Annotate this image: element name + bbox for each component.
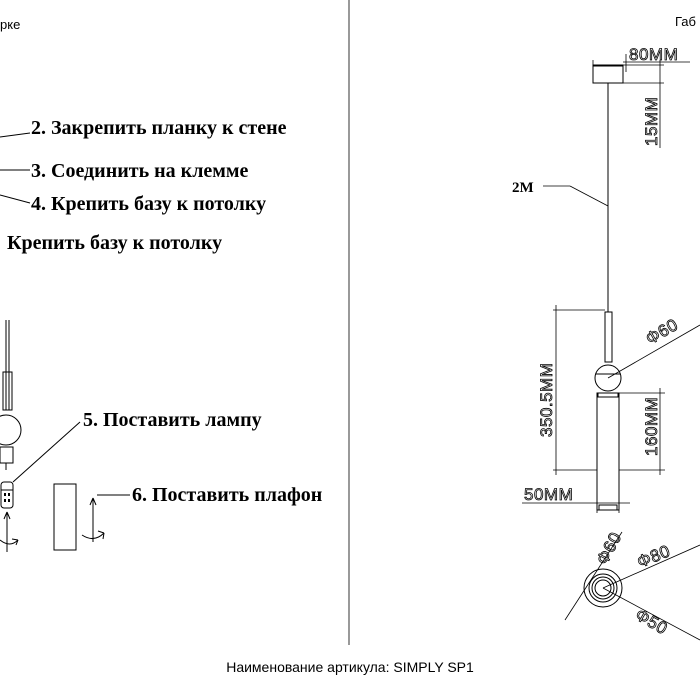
- article-name: Наименование артикула: SIMPLY SP1: [226, 659, 474, 675]
- body-height-dim: 350.5MM: [537, 363, 556, 437]
- lamp-partial-drawing: [0, 320, 22, 470]
- step-3-label: 3. Соединить на клемме: [31, 160, 249, 182]
- ball-joint: [594, 364, 622, 392]
- step-6-label: 6. Поставить плафон: [132, 484, 322, 506]
- left-header-text: рке: [0, 17, 20, 32]
- installation-steps-panel: 2. Закрепить планку к стене 3. Соединить…: [0, 117, 322, 552]
- step2-leader: [0, 132, 31, 138]
- bulb-rotate-arrow-icon: [0, 511, 19, 552]
- upper-rod: [604, 311, 613, 363]
- right-header-text: Габ: [675, 14, 696, 29]
- step-4-label: 4. Крепить базу к потолку: [31, 193, 266, 215]
- dimensions-panel: 80MM 15MM 2M Φ60 350.5MM 160MM: [512, 45, 700, 641]
- canopy-height-dim: 15MM: [642, 97, 661, 146]
- step-4-duplicate-label: Крепить базу к потолку: [7, 232, 222, 254]
- step-2-label: 2. Закрепить планку к стене: [31, 117, 287, 139]
- shade-rotate-arrow-icon: [81, 497, 105, 542]
- ball-diameter-dim: Φ60: [643, 315, 682, 348]
- canopy: [592, 64, 624, 84]
- step4-leader: [0, 194, 31, 204]
- shade-rectangle: [53, 483, 77, 551]
- canopy-width-dim: 80MM: [629, 45, 678, 64]
- bottom-d80-dim: Φ80: [634, 541, 673, 571]
- shade-height-dim: 160MM: [642, 397, 661, 456]
- lamp-bulb-icon: [0, 481, 14, 509]
- cable-length-dim: 2M: [512, 180, 534, 196]
- shade-body: [596, 392, 620, 511]
- shade-width-dim: 50MM: [524, 485, 573, 504]
- step5-leader: [12, 421, 81, 483]
- step-5-label: 5. Поставить лампу: [83, 409, 262, 431]
- bottom-d50-dim: Φ50: [632, 605, 671, 638]
- bottom-view: [564, 531, 700, 641]
